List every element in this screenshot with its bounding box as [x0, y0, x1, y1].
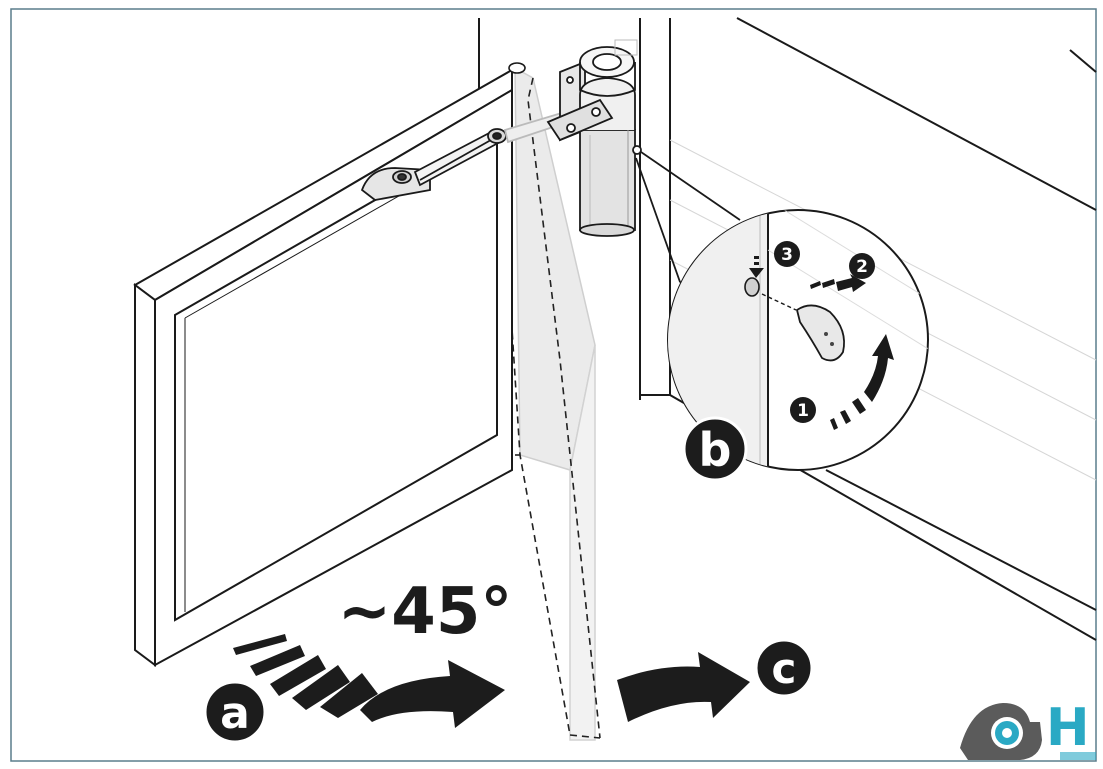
- step-b-badge: b: [682, 416, 748, 482]
- svg-text:2: 2: [856, 257, 868, 277]
- angle-label: ~45°: [338, 575, 513, 649]
- gate-post: [514, 66, 596, 741]
- step-a-badge: a: [203, 680, 267, 744]
- step-2-badge: 2: [849, 253, 875, 279]
- gate-panel: [133, 62, 526, 667]
- step-2-arrow: [810, 274, 866, 292]
- swing-arrow-a: [233, 634, 505, 728]
- release-key: [795, 304, 845, 362]
- svg-text:c: c: [772, 644, 797, 693]
- lock-keyhole: [744, 277, 760, 297]
- gate-motor: [546, 39, 642, 237]
- svg-text:a: a: [220, 688, 250, 739]
- svg-text:b: b: [699, 423, 732, 477]
- step-c-badge: c: [754, 638, 814, 698]
- logo-text: H: [1046, 698, 1090, 758]
- svg-text:1: 1: [797, 401, 809, 421]
- step-3-badge: 3: [774, 241, 800, 267]
- page-border: [10, 8, 1097, 762]
- step-1-badge: 1: [790, 397, 816, 423]
- step-1-arrow: [830, 334, 894, 430]
- swing-arrow-c: [617, 652, 750, 722]
- detail-magnifier: 3 2 1: [667, 209, 929, 471]
- step-3-arrow: [749, 256, 764, 278]
- brand-logo: H: [960, 698, 1096, 760]
- svg-text:3: 3: [781, 245, 793, 265]
